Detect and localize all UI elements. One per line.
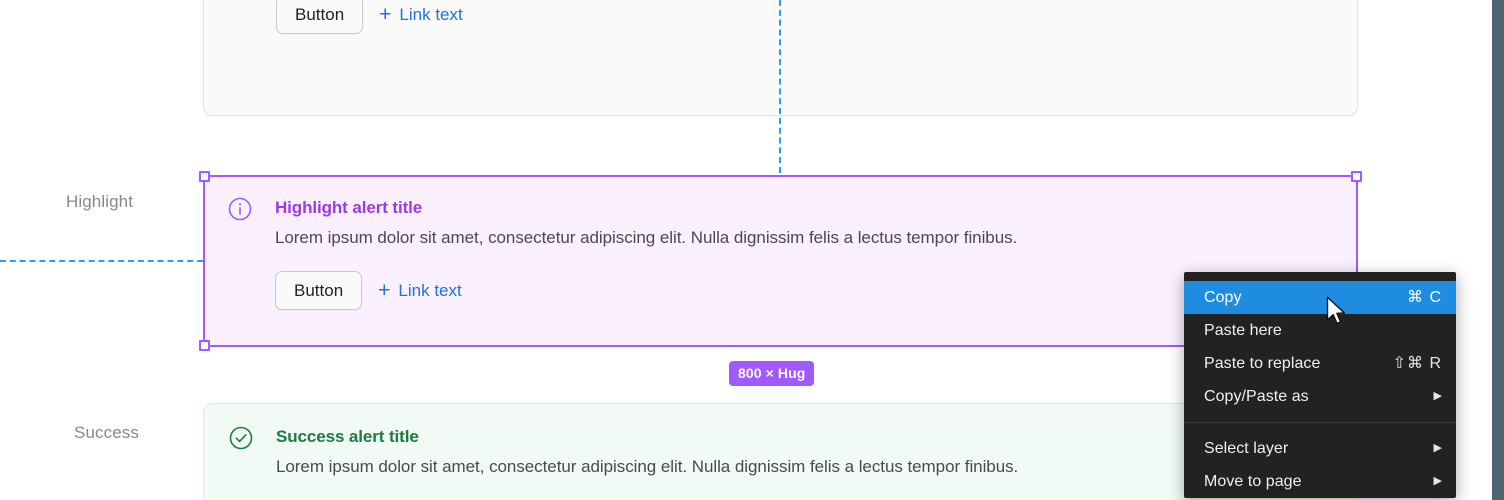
right-edge-panel (1492, 0, 1504, 500)
alert-button[interactable]: Button (275, 271, 363, 310)
menu-item-label: Move to page (1204, 473, 1302, 490)
menu-item-label: Copy (1204, 289, 1242, 306)
guide-line-horizontal (0, 260, 203, 262)
chevron-right-icon: ▶ (1433, 475, 1442, 487)
menu-item-copy-paste-as[interactable]: Copy/Paste as ▶ (1184, 380, 1456, 413)
alert-link-label: Link text (398, 281, 462, 300)
menu-item-move-to-page[interactable]: Move to page ▶ (1184, 465, 1456, 498)
menu-item-label: Paste here (1204, 322, 1282, 339)
alert-body: Lorem ipsum dolor sit amet, consectetur … (228, 0, 1333, 34)
alert-link[interactable]: + Link text (378, 280, 462, 301)
menu-item-label: Copy/Paste as (1204, 388, 1309, 405)
alert-actions: Button + Link text (276, 0, 1333, 34)
alert-title: Highlight alert title (275, 198, 423, 217)
alert-card-success[interactable]: Success alert title Lorem ipsum dolor si… (203, 403, 1358, 500)
alert-button[interactable]: Button (276, 0, 364, 34)
alert-actions: Button + Link text (275, 271, 1334, 310)
menu-item-shortcut: ⌘ C (1407, 289, 1442, 306)
menu-item-select-layer[interactable]: Select layer ▶ (1184, 432, 1456, 465)
guide-line-vertical (779, 0, 781, 173)
alert-description: Lorem ipsum dolor sit amet, consectetur … (275, 228, 1018, 247)
alert-title: Success alert title (276, 427, 419, 446)
menu-item-paste-here[interactable]: Paste here (1184, 314, 1456, 347)
menu-divider (1184, 422, 1456, 423)
alert-card-highlight[interactable]: Highlight alert title Lorem ipsum dolor … (203, 175, 1358, 347)
alert-description: Lorem ipsum dolor sit amet, consectetur … (276, 457, 1019, 476)
chevron-right-icon: ▶ (1433, 442, 1442, 454)
row-label-highlight: Highlight (66, 192, 134, 211)
menu-item-label: Select layer (1204, 440, 1289, 457)
plus-icon: + (378, 279, 391, 302)
plus-icon: + (379, 3, 392, 26)
menu-item-label: Paste to replace (1204, 355, 1321, 372)
menu-item-paste-to-replace[interactable]: Paste to replace ⇧⌘ R (1184, 347, 1456, 380)
info-circle-icon (227, 196, 253, 222)
alert-body: Success alert title Lorem ipsum dolor si… (228, 424, 1333, 480)
alert-body: Highlight alert title Lorem ipsum dolor … (227, 195, 1334, 310)
size-badge: 800 × Hug (729, 361, 815, 386)
check-circle-icon (228, 425, 254, 451)
menu-item-shortcut: ⇧⌘ R (1392, 355, 1442, 372)
alert-link[interactable]: + Link text (379, 4, 463, 25)
row-label-success: Success (74, 423, 139, 442)
alert-link-label: Link text (399, 5, 463, 24)
chevron-right-icon: ▶ (1433, 390, 1442, 402)
menu-item-copy[interactable]: Copy ⌘ C (1184, 281, 1456, 314)
